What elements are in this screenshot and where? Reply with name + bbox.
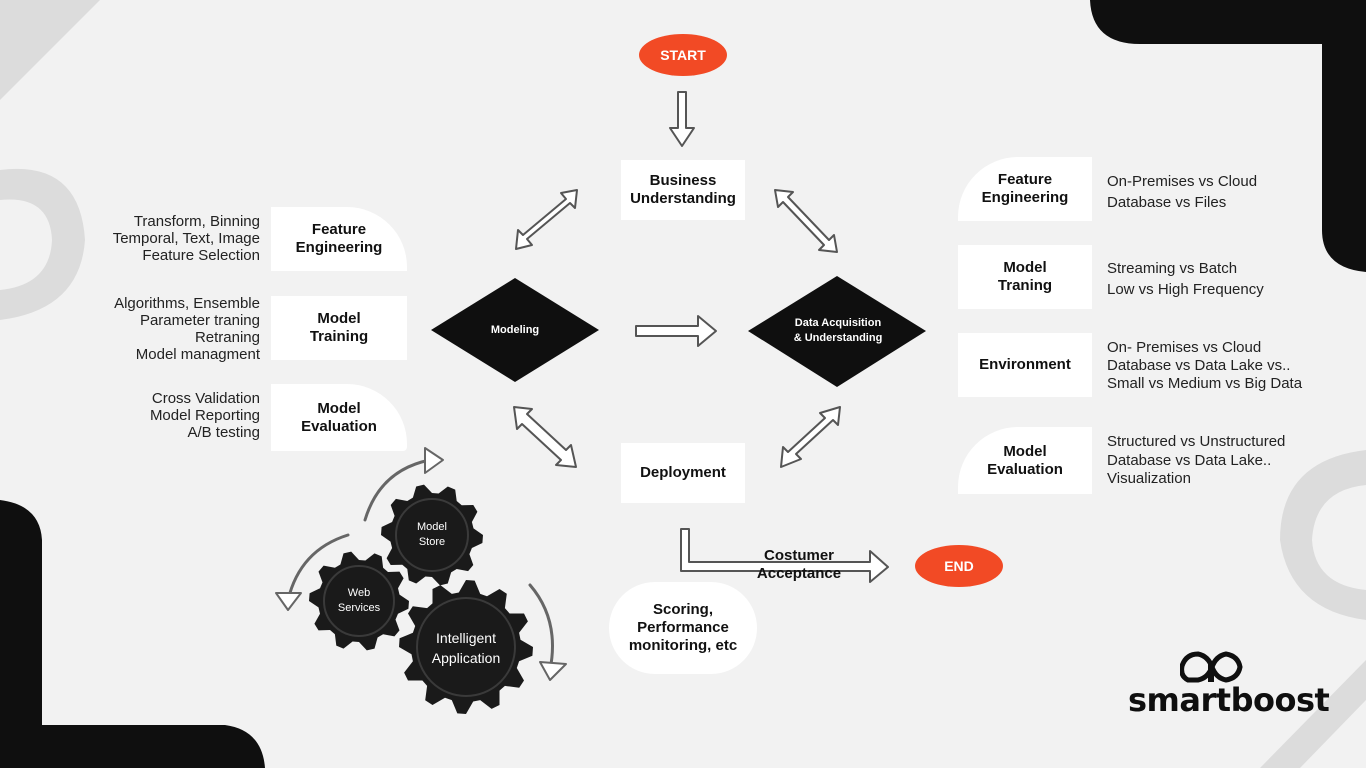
acquisition-diamond bbox=[748, 276, 926, 387]
arrow-acquisition-deployment bbox=[780, 406, 841, 468]
smartboost-logo-icon bbox=[1180, 651, 1243, 683]
decor-corner-top-right bbox=[1090, 0, 1366, 272]
decor-corner-bottom-left bbox=[0, 500, 265, 768]
modeling-diamond bbox=[431, 278, 599, 382]
cycle-arrow-left bbox=[286, 533, 350, 602]
right-model-training-box: Model Traning bbox=[958, 245, 1092, 309]
start-oval: START bbox=[639, 34, 727, 76]
arrow-modeling-business bbox=[515, 189, 578, 250]
decor-arc-left bbox=[0, 168, 85, 320]
customer-acceptance-label: Costumer Acceptance bbox=[756, 547, 842, 582]
left-feature-engineering-notes: Transform, Binning Temporal, Text, Image… bbox=[112, 213, 260, 264]
left-model-evaluation-notes: Cross Validation Model Reporting A/B tes… bbox=[149, 390, 260, 441]
intelligent-application-gear bbox=[399, 580, 533, 714]
right-model-evaluation-notes: Structured vs Unstructured Database vs D… bbox=[1107, 433, 1286, 487]
arrow-modeling-to-acquisition bbox=[635, 315, 717, 347]
left-feature-engineering-box: Feature Engineering bbox=[271, 207, 407, 271]
modeling-label: Modeling bbox=[490, 323, 540, 336]
right-model-training-notes: Streaming vs Batch Low vs High Frequency bbox=[1107, 260, 1264, 298]
model-store-gear-ring bbox=[395, 498, 469, 572]
scoring-box: Scoring, Performance monitoring, etc bbox=[609, 582, 757, 674]
web-services-label: Web Services bbox=[337, 587, 381, 614]
cycle-arrow-top bbox=[363, 458, 432, 522]
web-services-gear-ring bbox=[323, 565, 395, 637]
decor-arc-top-left bbox=[0, 0, 100, 100]
arrow-deployment-to-end bbox=[680, 528, 889, 583]
end-oval: END bbox=[915, 545, 1003, 587]
decor-band-bottom-right bbox=[1260, 660, 1366, 768]
decor-arc-right bbox=[1280, 450, 1366, 620]
cycle-arrowhead-right bbox=[539, 661, 567, 681]
cycle-arrow-right bbox=[528, 583, 554, 672]
intelligent-application-gear-ring bbox=[416, 597, 516, 697]
brand-wordmark: smartboost bbox=[1128, 681, 1330, 719]
right-environment-notes: On- Premises vs Cloud Database vs Data L… bbox=[1107, 339, 1303, 392]
business-understanding-box: Business Understanding bbox=[621, 160, 745, 220]
right-environment-box: Environment bbox=[958, 333, 1092, 397]
deployment-box: Deployment bbox=[621, 443, 745, 503]
arrow-business-acquisition bbox=[774, 189, 838, 253]
cycle-arrowhead-left bbox=[275, 592, 302, 611]
acquisition-label: Data Acquisition & Understanding bbox=[793, 317, 883, 344]
cycle-arrowhead-top bbox=[424, 447, 444, 474]
left-model-training-notes: Algorithms, Ensemble Parameter traning R… bbox=[114, 295, 260, 363]
model-store-label: Model Store bbox=[417, 521, 447, 548]
intelligent-application-label: Intelligent Application bbox=[431, 630, 501, 666]
arrow-modeling-deployment bbox=[513, 406, 577, 468]
right-feature-engineering-notes: On-Premises vs Cloud Database vs Files bbox=[1107, 173, 1258, 211]
left-model-training-box: Model Training bbox=[271, 296, 407, 360]
arrow-start-to-business bbox=[669, 91, 695, 147]
